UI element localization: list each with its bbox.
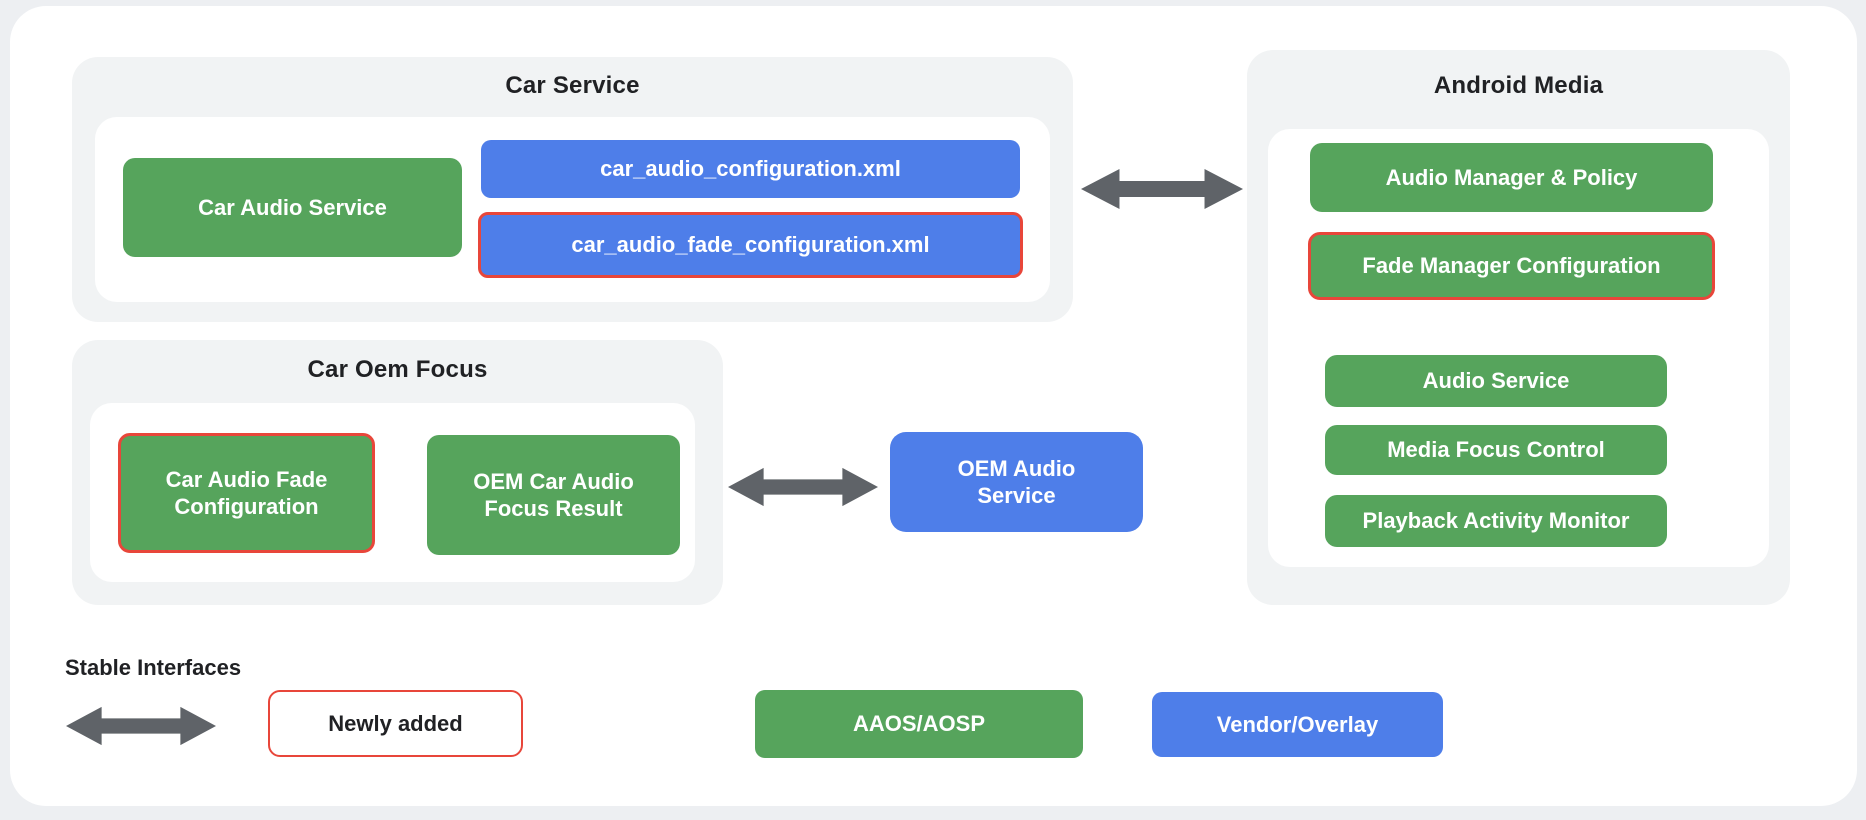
car-oem-focus-title: Car Oem Focus xyxy=(307,356,488,383)
legend-newly-added: Newly added xyxy=(268,690,523,757)
car-service-title: Car Service xyxy=(505,72,640,99)
oem-car-audio-focus-result-node: OEM Car Audio Focus Result xyxy=(427,435,680,555)
fade-manager-configuration-node: Fade Manager Configuration xyxy=(1308,232,1715,300)
car-audio-fade-configuration-node: Car Audio Fade Configuration xyxy=(118,433,375,553)
android-media-title: Android Media xyxy=(1433,72,1604,99)
audio-manager-policy-node: Audio Manager & Policy xyxy=(1310,143,1713,212)
media-focus-control-node: Media Focus Control xyxy=(1325,425,1667,475)
audio-service-node: Audio Service xyxy=(1325,355,1667,407)
bidirectional-arrow-icon xyxy=(1081,167,1243,211)
diagram-canvas: Car Service Car Audio Service car_audio_… xyxy=(10,6,1857,806)
android-media-inner-panel: Audio Manager & Policy Fade Manager Conf… xyxy=(1268,129,1769,567)
stable-interfaces-arrow-icon xyxy=(66,705,216,747)
car-audio-service-node: Car Audio Service xyxy=(123,158,462,257)
stable-interfaces-label: Stable Interfaces xyxy=(65,655,242,680)
car-oem-focus-section: Car Oem Focus Car Audio Fade Configurati… xyxy=(72,340,723,605)
legend-vendor-overlay: Vendor/Overlay xyxy=(1152,692,1443,757)
car-audio-configuration-xml-node: car_audio_configuration.xml xyxy=(481,140,1020,198)
car-service-inner-panel: Car Audio Service car_audio_configuratio… xyxy=(95,117,1050,302)
oem-audio-service-node: OEM Audio Service xyxy=(890,432,1143,532)
android-media-section: Android Media Audio Manager & Policy Fad… xyxy=(1247,50,1790,605)
car-oem-focus-inner-panel: Car Audio Fade Configuration OEM Car Aud… xyxy=(90,403,695,582)
car-audio-fade-configuration-xml-node: car_audio_fade_configuration.xml xyxy=(478,212,1023,278)
legend-aaos-aosp: AAOS/AOSP xyxy=(755,690,1083,758)
playback-activity-monitor-node: Playback Activity Monitor xyxy=(1325,495,1667,547)
bidirectional-arrow-icon xyxy=(728,466,878,508)
car-service-section: Car Service Car Audio Service car_audio_… xyxy=(72,57,1073,322)
